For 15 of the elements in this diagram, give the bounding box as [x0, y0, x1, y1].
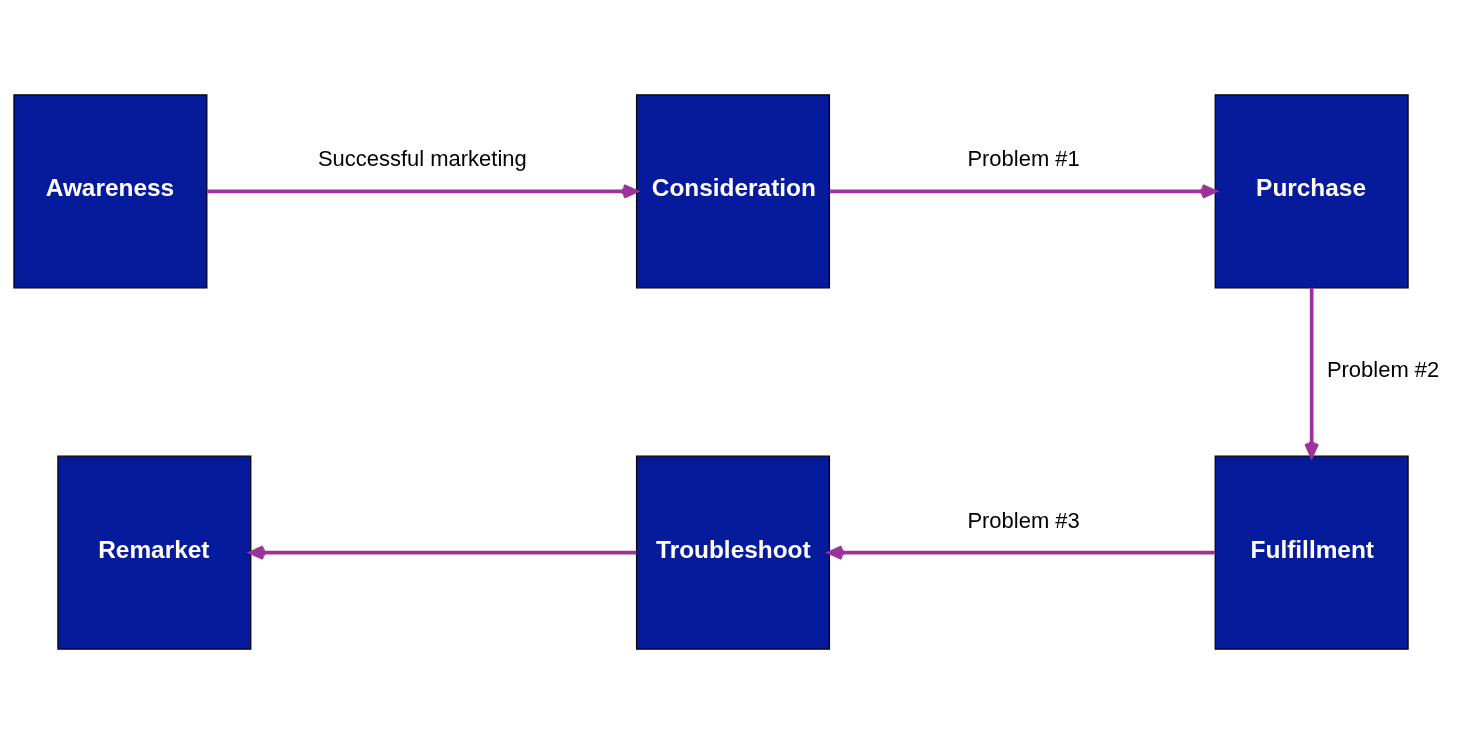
node-box: Troubleshoot [635, 455, 831, 650]
edge-label: Problem #2 [1326, 357, 1440, 383]
arrow [207, 184, 638, 199]
arrow [249, 545, 637, 560]
edge-label: Successful marketing [317, 146, 527, 172]
node-box: Purchase [1214, 94, 1409, 289]
arrow [829, 184, 1217, 199]
node-box: Remarket [57, 455, 252, 650]
node-box: Awareness [13, 94, 208, 289]
arrow [827, 545, 1215, 560]
edge-label: Problem #1 [967, 146, 1080, 172]
node-box: Fulfillment [1214, 455, 1409, 650]
edge-label: Problem #3 [967, 507, 1080, 533]
arrow [1304, 287, 1319, 458]
node-box: Consideration [635, 94, 831, 289]
